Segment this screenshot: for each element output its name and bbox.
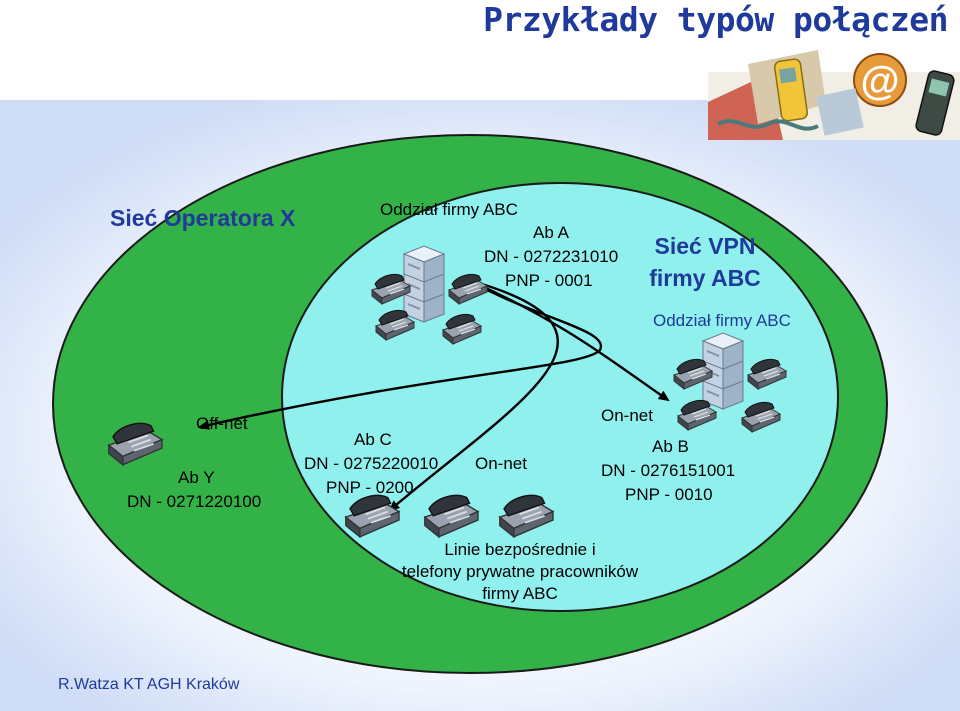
direct-lines-line3: firmy ABC — [482, 584, 558, 603]
on-net-label-c: On-net — [475, 454, 527, 473]
subscriber-c-dn: DN - 0275220010 — [304, 454, 439, 473]
branch-b-subscriber: Ab B — [652, 437, 689, 456]
operator-network-label: Sieć Operatora X — [110, 205, 296, 231]
subscriber-y-name: Ab Y — [178, 468, 215, 487]
branch-a-pnp: PNP - 0001 — [505, 271, 593, 290]
on-net-connection-b — [467, 278, 670, 402]
branch-b-header: Oddział firmy ABC — [653, 311, 791, 330]
subscriber-c-name: Ab C — [354, 430, 392, 449]
direct-lines-line2: telefony prywatne pracowników — [401, 562, 639, 581]
subscriber-y-dn: DN - 0271220100 — [127, 492, 262, 511]
on-net-connection-c — [388, 278, 559, 512]
slide-title: Przykłady typów połączeń — [483, 0, 948, 39]
footer-credit: R.Watza KT AGH Kraków — [58, 676, 240, 693]
telecom-devices-image: @ — [708, 50, 960, 140]
direct-lines-label: Linie bezpośrednie i telefony prywatne p… — [370, 539, 670, 605]
vpn-network-label: Sieć VPN firmy ABC — [640, 230, 770, 294]
direct-lines-line1: Linie bezpośrednie i — [444, 540, 596, 559]
svg-text:@: @ — [860, 59, 899, 103]
subscriber-c-pnp: PNP - 0200 — [326, 478, 414, 497]
off-net-label: Off-net — [196, 414, 248, 433]
on-net-label-b: On-net — [601, 406, 653, 425]
vpn-label-line2: firmy ABC — [649, 265, 761, 291]
branch-a-subscriber: Ab A — [533, 223, 569, 242]
branch-b-pnp: PNP - 0010 — [625, 485, 713, 504]
branch-a-header: Oddział firmy ABC — [380, 200, 518, 219]
branch-a-dn: DN - 0272231010 — [484, 247, 619, 266]
server-icon — [403, 245, 445, 323]
vpn-label-line1: Sieć VPN — [654, 233, 756, 259]
branch-b-dn: DN - 0276151001 — [601, 461, 736, 480]
